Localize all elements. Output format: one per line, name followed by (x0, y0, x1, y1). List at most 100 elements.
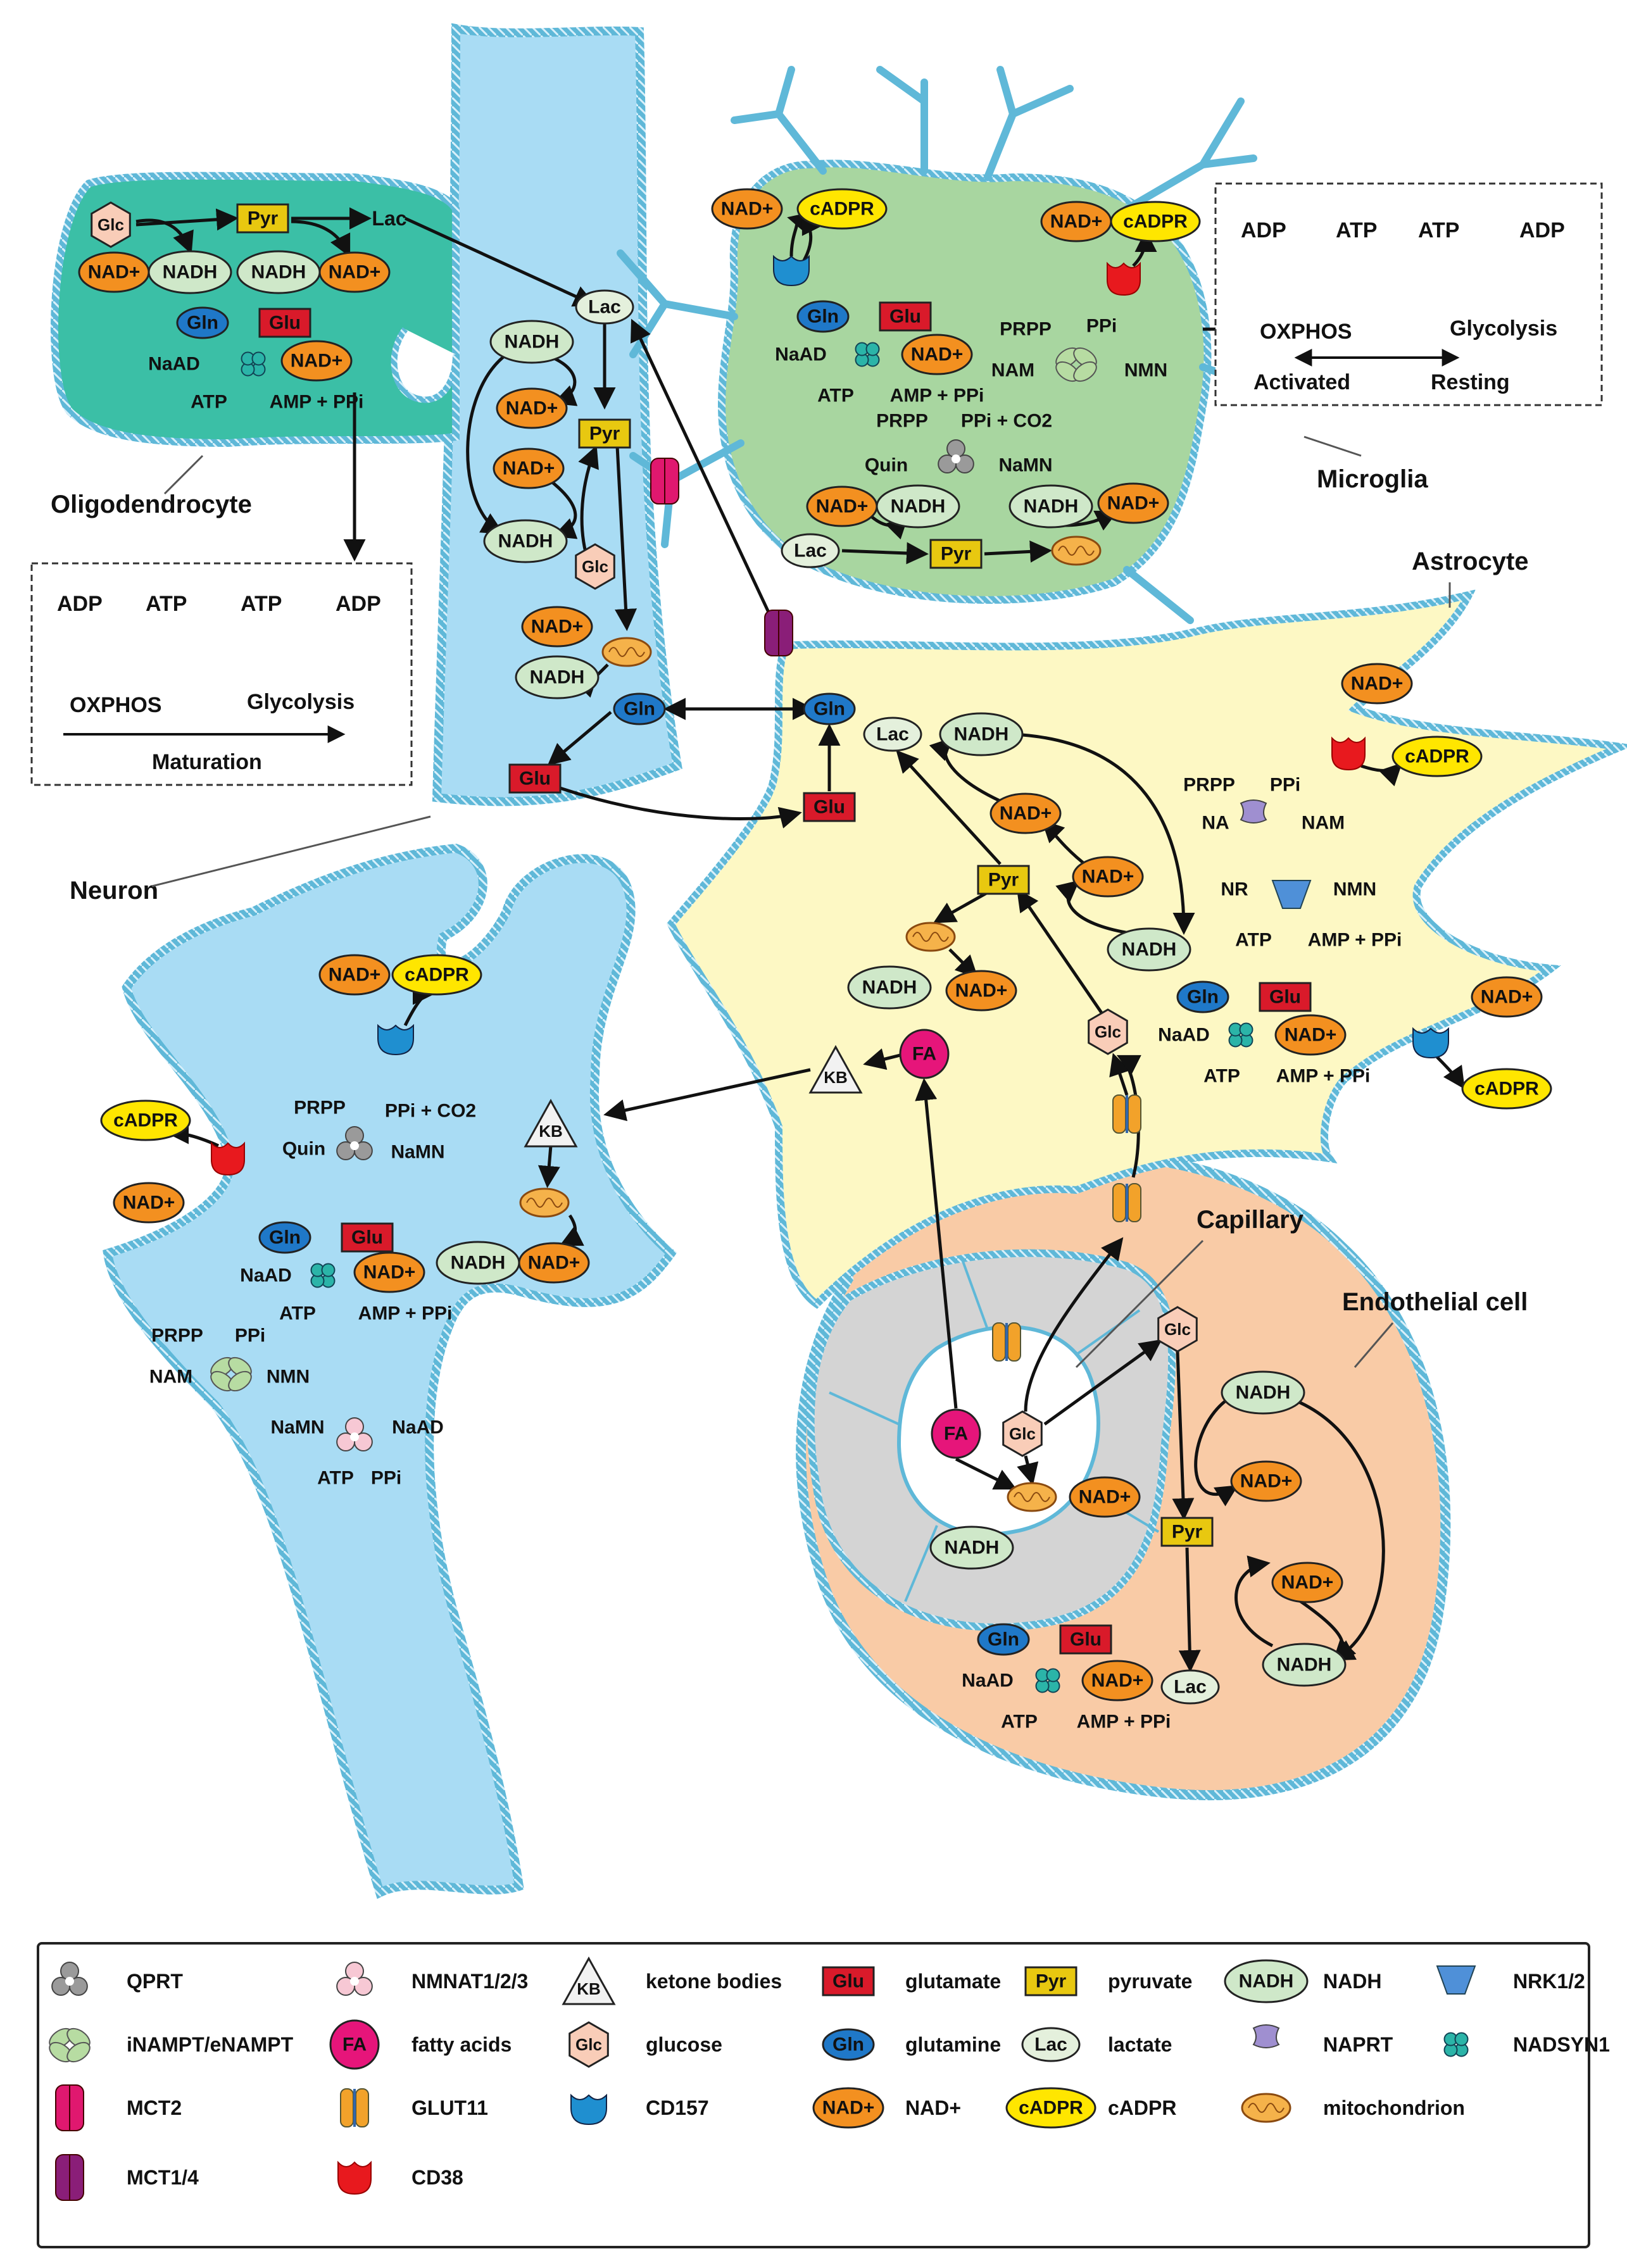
nd-nad-3: NAD+ (521, 606, 593, 648)
legend-label-nad: NAD+ (905, 2096, 961, 2119)
legend-label-mct2: MCT2 (127, 2096, 182, 2119)
legend-item-cd38: CD38 (337, 2160, 463, 2195)
mg-cadpr-1: cADPR (796, 188, 888, 230)
as-nr: NR (1221, 879, 1248, 900)
as-cd157 (1412, 1027, 1449, 1059)
ol-arr-lac (404, 216, 596, 307)
legend-label-kb: ketone bodies (646, 1970, 782, 1993)
en-arr-n1 (1194, 1397, 1238, 1507)
ol-atp: ATP (191, 392, 227, 413)
mg-nad-1: NAD+ (711, 188, 783, 230)
as-nadh-3: NADH (1107, 927, 1191, 972)
as-nadh-1: NADH (939, 712, 1024, 756)
ns-nad-1-label: NAD+ (329, 965, 381, 986)
kb-icon-label: KB (577, 1979, 601, 1998)
nd-glu-label: Glu (519, 768, 551, 789)
ol-adp-2: ADP (336, 592, 381, 616)
ns-atp-2: ATP (317, 1468, 354, 1489)
as-nadh-3-label: NADH (1122, 939, 1177, 960)
nd-arr-6 (550, 480, 578, 539)
ol-glc-label: Glc (97, 215, 124, 234)
en-nad-3: NAD+ (1081, 1660, 1153, 1701)
as-arr-nadh (1012, 732, 1195, 935)
ol-glu: Glu (258, 308, 311, 338)
ns-nad-4: NAD+ (353, 1251, 425, 1293)
ns-ppi-2: PPi (371, 1468, 401, 1489)
mg-adp-2: ADP (1519, 218, 1565, 242)
ol-nadh-2: NADH (236, 250, 321, 294)
as-nrk (1271, 880, 1312, 909)
glu-icon-label: Glu (832, 1971, 864, 1992)
mg-nad-1-label: NAD+ (721, 199, 774, 220)
en-gln-label: Gln (988, 1629, 1019, 1650)
en-nad-2-label: NAD+ (1281, 1572, 1334, 1593)
nadh-icon-label: NADH (1239, 1971, 1294, 1992)
as-cadpr-2: cADPR (1461, 1068, 1552, 1110)
nd-arr-3 (615, 446, 638, 631)
nadh-icon: NADH (1224, 1959, 1309, 2003)
en-glc-label: Glc (1164, 1320, 1191, 1339)
mg-adp-1: ADP (1241, 218, 1286, 242)
mg-activated: Activated (1253, 370, 1350, 394)
label-oligodendrocyte: Oligodendrocyte (51, 491, 252, 518)
legend-label-cd38: CD38 (411, 2166, 463, 2189)
as-arr-pyr-mito (933, 891, 989, 924)
mg-glu-label: Glu (889, 306, 921, 327)
mg-oxphos: OXPHOS (1260, 320, 1352, 344)
legend-label-cadpr: cADPR (1108, 2096, 1176, 2119)
legend-item-glu: Glu glutamate (822, 1966, 1001, 1996)
as-nadh-2: NADH (847, 965, 932, 1010)
nadsyn-icon (1443, 2032, 1469, 2057)
pyr-icon-label: Pyr (1036, 1971, 1067, 1992)
ns-glu-label: Glu (351, 1227, 383, 1248)
mg-cadpr-2-label: cADPR (1123, 211, 1188, 232)
as-nad-4: NAD+ (1341, 663, 1413, 705)
en-atp: ATP (1001, 1712, 1038, 1732)
qprt-icon (51, 1962, 88, 1996)
en-arr-pyr-lac (1178, 1547, 1201, 1672)
ns-cadpr-2: cADPR (100, 1100, 191, 1141)
cap-nad-label: NAD+ (1079, 1487, 1131, 1508)
ns-nadh: NADH (436, 1241, 520, 1285)
nd-nad-1: NAD+ (496, 387, 568, 429)
legend-label-nampt: iNAMPT/eNAMPT (127, 2033, 294, 2056)
en-nad-1: NAD+ (1230, 1460, 1302, 1502)
capillary (807, 1249, 1176, 1631)
cap-nadh: NADH (929, 1526, 1014, 1570)
lac-icon-label: Lac (1034, 2034, 1067, 2055)
ns-nad-2-label: NAD+ (123, 1193, 175, 1213)
cap-glut-2 (1112, 1183, 1141, 1222)
mg-namn: NaMN (998, 455, 1052, 476)
legend-label-nrk: NRK1/2 (1513, 1970, 1585, 1993)
nampt-icon (49, 2027, 91, 2063)
legend-label-pyr: pyruvate (1108, 1970, 1192, 1993)
nrk-icon (1436, 1965, 1476, 1995)
legend-label-cd157: CD157 (646, 2096, 709, 2119)
mg-nad-5-label: NAD+ (1107, 493, 1160, 514)
mg-atp-2: ATP (1418, 218, 1459, 242)
ol-nad-2: NAD+ (318, 251, 391, 293)
ns-cadpr-2-label: cADPR (113, 1110, 178, 1131)
ns-arr-kb-mito (537, 1145, 560, 1188)
glu-icon: Glu (822, 1966, 875, 1996)
cd157-icon (570, 2093, 607, 2126)
ol-amp: AMP + PPi (270, 392, 364, 413)
oligodendrocyte-maturation-box: ADP ATP ATP ADP OXPHOS Glycolysis Matura… (30, 562, 413, 786)
legend-label-qprt: QPRT (127, 1970, 183, 1993)
mg-arr-lp (841, 542, 929, 565)
as-pyr-label: Pyr (988, 870, 1019, 891)
cap-arr-fa-mito (955, 1457, 1017, 1490)
ol-nadh-2-label: NADH (251, 262, 306, 283)
as-glu-2: Glu (1259, 982, 1312, 1012)
legend-label-glu: glutamate (905, 1970, 1001, 1993)
mg-glu: Glu (879, 301, 932, 332)
mct2-icon (55, 2084, 84, 2131)
ns-atp-1: ATP (279, 1303, 316, 1324)
label-endothelial-cell: Endothelial cell (1342, 1288, 1528, 1316)
ns-nad-3-label: NAD+ (528, 1253, 581, 1274)
as-nad-4-label: NAD+ (1351, 674, 1404, 694)
ol-pyr-label: Pyr (248, 208, 279, 229)
mg-gln: Gln (796, 300, 850, 333)
